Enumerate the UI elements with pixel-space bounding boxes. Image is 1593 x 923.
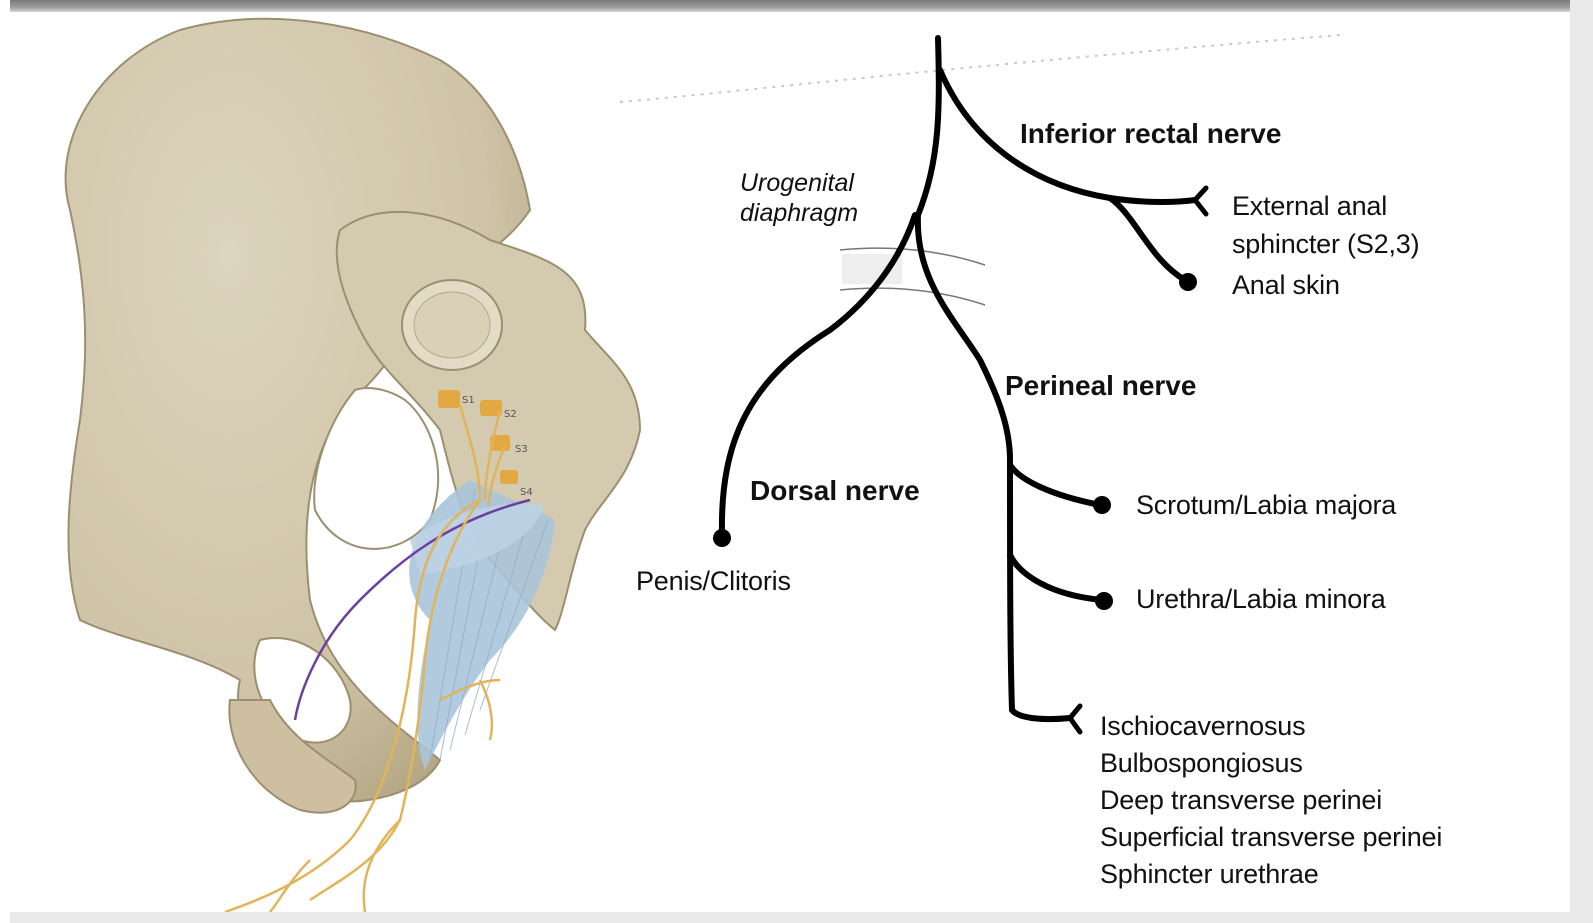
- muscle-list: Ischiocavernosus Bulbospongiosus Deep tr…: [1100, 708, 1442, 893]
- muscle-item: Sphincter urethrae: [1100, 856, 1442, 893]
- external-anal-sphincter-label: External anal sphincter (S2,3): [1232, 187, 1419, 263]
- pelvis-illustration: S1 S2 S3 S4: [10, 0, 710, 912]
- nerve-endpoints: [713, 273, 1197, 610]
- sacral-label-s4: S4: [520, 487, 533, 498]
- muscle-item: Superficial transverse perinei: [1100, 819, 1442, 856]
- urogenital-diaphragm-label: Urogenital diaphragm: [740, 168, 858, 228]
- perineal-nerve-label: Perineal nerve: [1005, 370, 1196, 402]
- sacral-label-s1: S1: [462, 395, 475, 406]
- slide-left-margin: [0, 0, 10, 923]
- dorsal-nerve-label: Dorsal nerve: [750, 475, 920, 507]
- scrotum-label: Scrotum/Labia majora: [1136, 490, 1396, 521]
- urethra-label: Urethra/Labia minora: [1136, 584, 1386, 615]
- penis-clitoris-label: Penis/Clitoris: [636, 566, 791, 597]
- faint-line: [620, 35, 1340, 102]
- muscle-item: Bulbospongiosus: [1100, 745, 1442, 782]
- motor-fork: [1070, 188, 1206, 732]
- slide: S1 S2 S3 S4: [10, 0, 1570, 912]
- sacral-label-s3: S3: [515, 444, 528, 455]
- inferior-rectal-nerve-label: Inferior rectal nerve: [1020, 118, 1281, 150]
- muscle-item: Deep transverse perinei: [1100, 782, 1442, 819]
- urogenital-diaphragm: [840, 248, 985, 305]
- muscle-item: Ischiocavernosus: [1100, 708, 1442, 745]
- sacral-label-s2: S2: [504, 409, 517, 420]
- anal-skin-label: Anal skin: [1232, 270, 1340, 301]
